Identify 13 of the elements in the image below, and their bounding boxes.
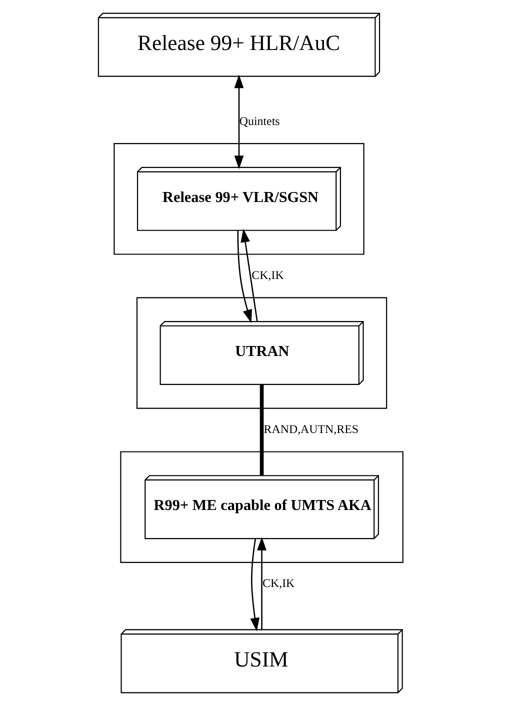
cluster xyxy=(113,142,364,254)
cluster xyxy=(136,296,387,408)
edge-label: RAND,AUTN,RES xyxy=(263,422,358,436)
cluster xyxy=(120,450,403,562)
edge-label: Quintets xyxy=(238,113,280,128)
arrow xyxy=(234,74,244,169)
arrow xyxy=(250,538,260,631)
arrow xyxy=(240,228,258,321)
edge-label: CK,IK xyxy=(262,576,294,590)
arrow xyxy=(256,536,266,629)
arrow xyxy=(236,230,252,323)
connector xyxy=(259,384,264,475)
edge-label: CK,IK xyxy=(251,267,284,282)
